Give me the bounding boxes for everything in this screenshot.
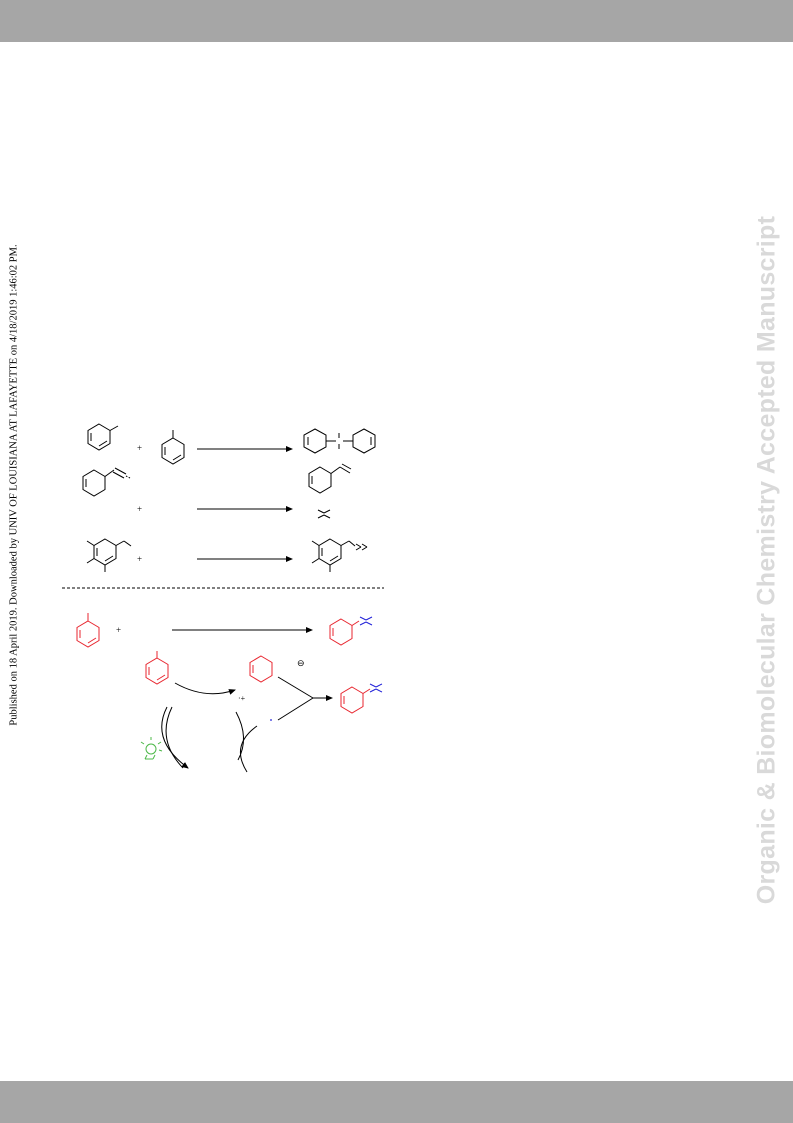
reactant-2a [82,467,131,497]
light-bulb-icon [140,737,163,760]
curved-arrow-upper [174,682,236,695]
plus-sign: + [137,554,142,564]
anion-label: ⊖ [297,658,305,668]
radical-dot [270,719,272,721]
photocatalytic-cycle [161,706,258,773]
plus-sign: + [116,625,121,635]
header-bar [0,0,793,42]
substrate-aryl [76,613,100,648]
merge-line-lower [277,697,314,721]
product-2 [308,463,352,519]
plus-sign: + [137,504,142,514]
merge-line-upper [277,676,314,699]
radical-cation-label: ·+ [238,694,246,703]
plus-sign: + [137,443,142,453]
catalytic-substrate [145,651,169,685]
final-product [340,683,383,714]
radical-intermediate [249,655,273,683]
product-1 [303,428,376,454]
reactant-1b [161,430,185,465]
footer-bar [0,1081,793,1123]
reactant-3a [86,538,132,572]
product-3 [311,538,368,572]
product-aryl [329,616,373,646]
reactant-1a [87,423,119,451]
